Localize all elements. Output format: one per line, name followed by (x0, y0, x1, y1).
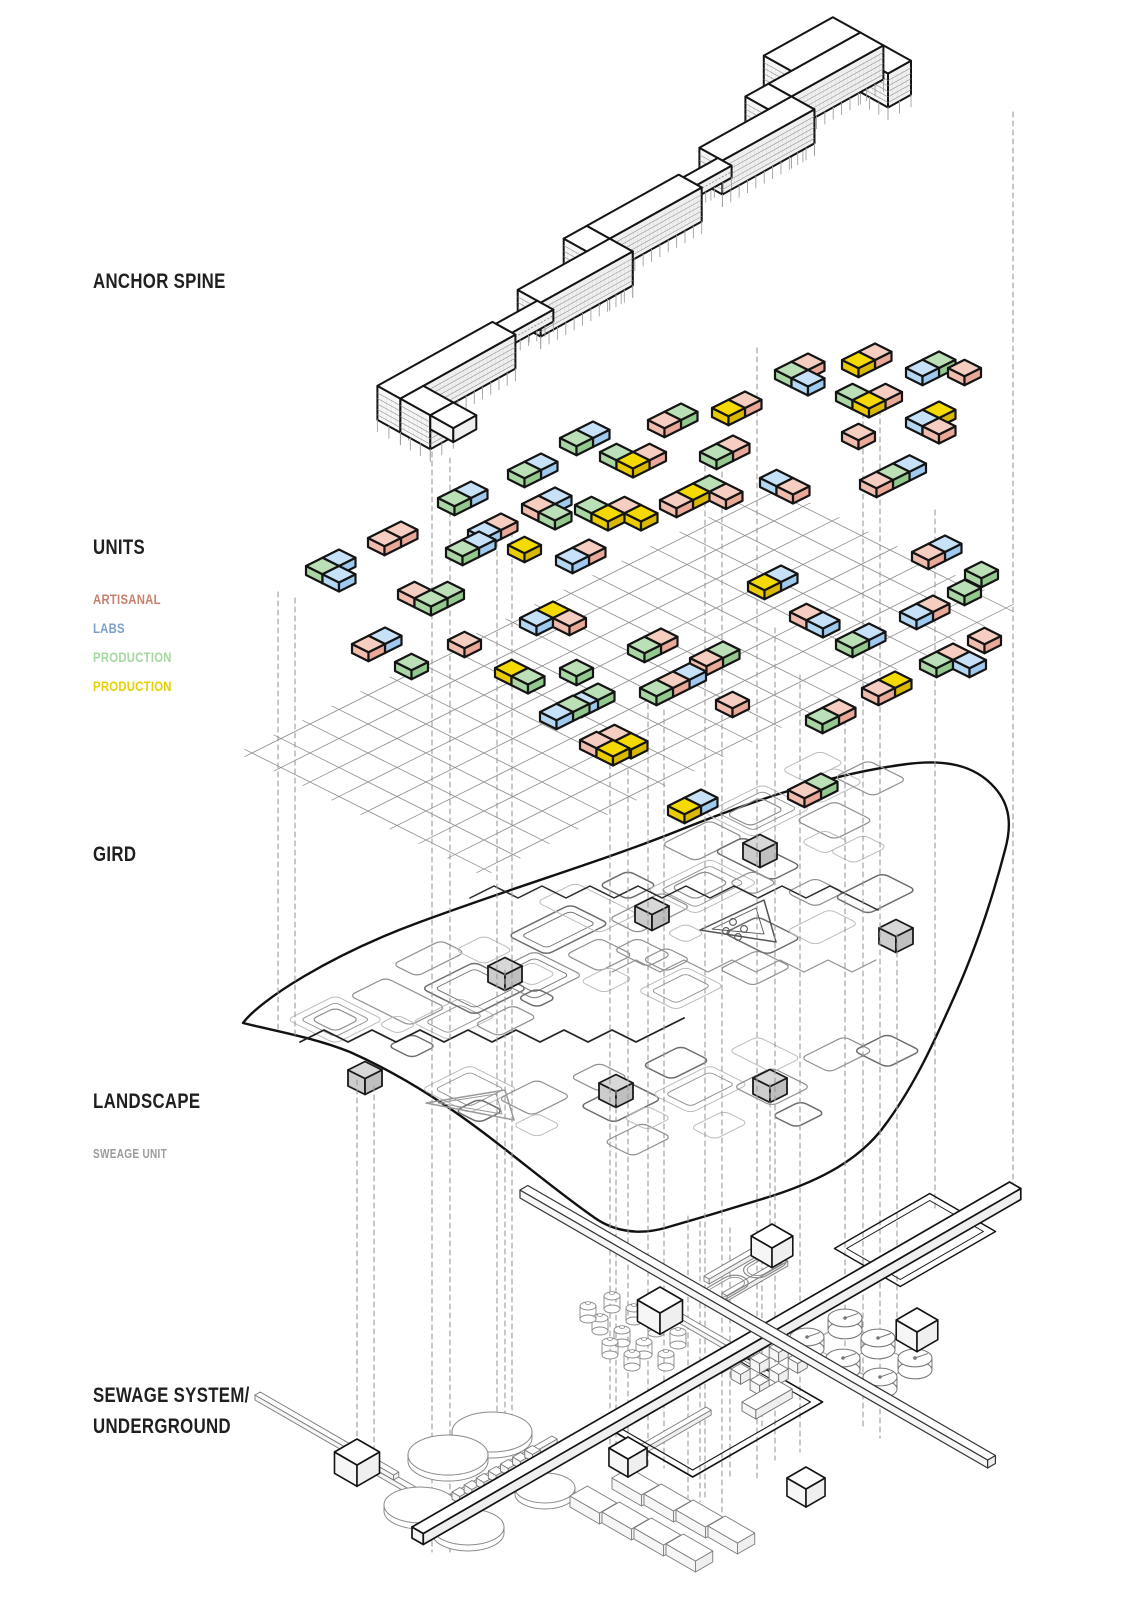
landscape-layer (241, 744, 1011, 1233)
label-sewage-system: SEWAGE SYSTEM/ UNDERGROUND (93, 1380, 250, 1442)
legend-artisanal: ARTISANAL (93, 592, 161, 607)
legend-labs: LABS (93, 621, 125, 636)
label-units: UNITS (93, 536, 145, 559)
sewage-unit-cubes (347, 833, 914, 1109)
anchor-spine-layer (376, 16, 912, 462)
label-sewage-line1: SEWAGE SYSTEM/ (93, 1384, 250, 1407)
label-anchor-spine: ANCHOR SPINE (93, 270, 226, 293)
label-landscape: LANDSCAPE (93, 1090, 201, 1113)
label-gird: GIRD (93, 843, 137, 866)
sewage-layer (254, 1181, 1022, 1573)
units-layer (304, 342, 1003, 825)
label-sewage-line2: UNDERGROUND (93, 1415, 231, 1438)
legend-production-yellow: PRODUCTION (93, 679, 172, 694)
legend-production-green: PRODUCTION (93, 650, 172, 665)
label-sweage-unit: SWEAGE UNIT (93, 1147, 168, 1161)
